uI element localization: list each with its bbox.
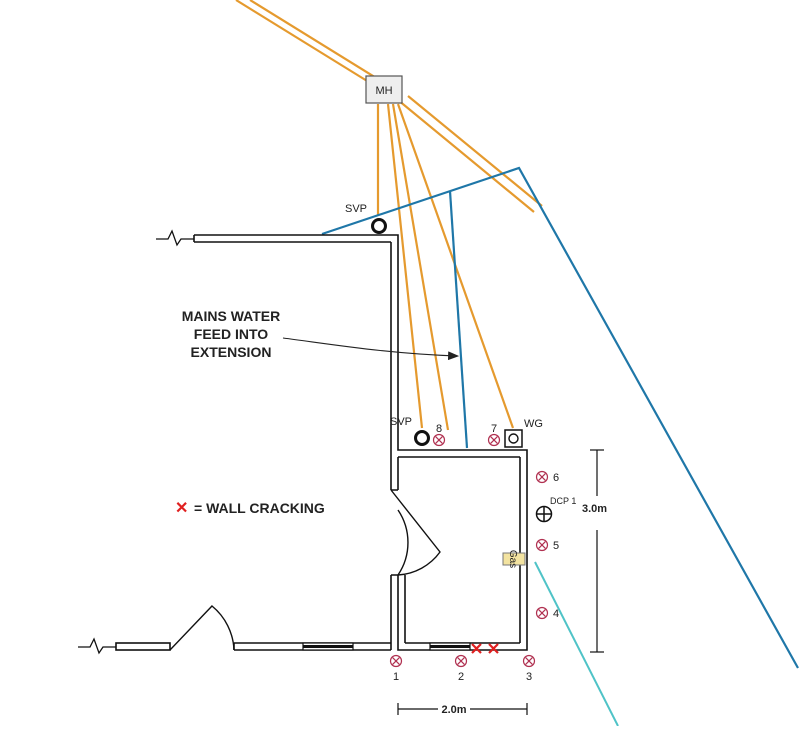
door-left — [169, 605, 235, 651]
svp-top-icon — [371, 218, 387, 234]
test-point-icon — [389, 654, 403, 668]
test-point-1: 1 — [389, 654, 403, 683]
callout-line-2: FEED INTO — [194, 326, 269, 342]
crack-marker — [471, 643, 482, 654]
drain-run-to-right — [397, 99, 535, 213]
windows — [302, 642, 471, 651]
wall-break-bottom — [78, 637, 116, 655]
drain-branch-svp-lower — [386, 103, 424, 429]
test-point-label: 2 — [458, 671, 464, 683]
dcp-point: DCP 1 — [535, 496, 576, 523]
test-point-label: 3 — [526, 671, 532, 683]
test-point-label: 8 — [436, 423, 442, 435]
test-point-2: 2 — [454, 654, 468, 683]
test-point-7: 7 — [487, 423, 501, 447]
water-main-lines — [321, 166, 799, 669]
water-feed-into-extension — [448, 190, 469, 449]
dimension-horizontal-label: 2.0m — [441, 704, 466, 716]
crack-marker — [488, 643, 499, 654]
legend-crack-symbol: ✕ — [175, 500, 188, 517]
dcp-label: DCP 1 — [550, 496, 576, 506]
dimension-vertical-label: 3.0m — [582, 503, 607, 515]
building-walls — [78, 229, 528, 655]
svp-lower-label: SVP — [390, 416, 412, 428]
svp-lower-icon — [414, 430, 430, 446]
callout-line-1: MAINS WATER — [182, 308, 281, 324]
test-point-label: 7 — [491, 423, 497, 435]
test-point-icon — [535, 606, 549, 620]
manhole-label: MH — [375, 85, 392, 97]
wg-box-icon — [504, 429, 523, 448]
wall-break-top — [156, 229, 194, 247]
mains-water-callout: MAINS WATER FEED INTO EXTENSION — [182, 308, 460, 361]
dimension-horizontal — [397, 703, 528, 715]
wg-gully: WG — [504, 418, 543, 448]
test-point-5: 5 — [535, 538, 559, 552]
left-wall-stub — [115, 642, 171, 651]
callout-line-3: EXTENSION — [191, 344, 272, 360]
test-point-3: 3 — [522, 654, 536, 683]
manhole: MH — [365, 75, 403, 104]
dimension-vertical — [590, 449, 604, 653]
upper-wall-inner — [194, 242, 520, 643]
drain-runs — [235, 0, 543, 431]
wg-label: WG — [524, 418, 543, 430]
upper-wall — [194, 234, 528, 651]
legend-text: = WALL CRACKING — [194, 500, 325, 516]
legend: ✕ = WALL CRACKING — [175, 500, 325, 517]
test-point-4: 4 — [535, 606, 559, 620]
test-point-label: 5 — [553, 540, 559, 552]
test-point-icon — [535, 470, 549, 484]
test-point-icon — [522, 654, 536, 668]
doors — [169, 489, 441, 651]
soil-vent-pipes: SVP SVP — [345, 203, 430, 446]
test-point-6: 6 — [535, 470, 559, 484]
test-point-icon — [432, 433, 446, 447]
water-main-route — [321, 166, 799, 669]
gas-label: Gas — [507, 550, 518, 568]
test-point-icon — [487, 433, 501, 447]
crack-markers — [471, 643, 499, 654]
test-point-icon — [535, 538, 549, 552]
svp-top-label: SVP — [345, 203, 367, 215]
door-internal — [391, 489, 409, 576]
drain-branch-gully-8 — [391, 103, 450, 431]
water-feed-light — [534, 561, 619, 727]
test-point-icon — [454, 654, 468, 668]
gas-meter: Gas — [502, 550, 526, 568]
drain-run-top-left — [235, 0, 373, 85]
test-point-label: 4 — [553, 608, 559, 620]
callout-arrow — [282, 337, 460, 361]
test-points: 1 2 3 4 5 6 7 8 — [389, 423, 559, 683]
test-point-8: 8 — [432, 423, 446, 447]
test-point-label: 6 — [553, 472, 559, 484]
manhole-box — [365, 75, 403, 104]
test-point-label: 1 — [393, 671, 399, 683]
gas-meter-box — [502, 552, 526, 566]
